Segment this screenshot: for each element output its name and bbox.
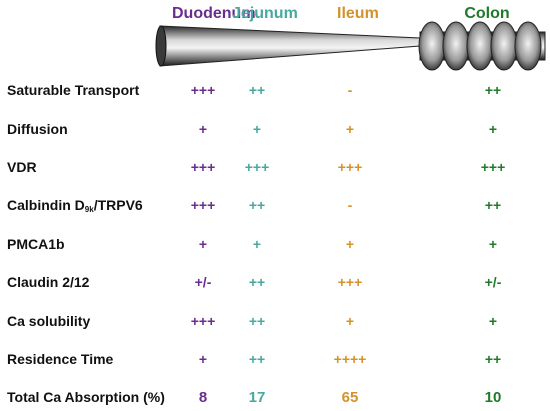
colon-shape [418,21,546,71]
row-label-total-ca-absorption: Total Ca Absorption (%) [7,389,165,405]
header-jejunum: Jejunum [232,5,298,22]
row-label-pmca1b: PMCA1b [7,236,65,252]
cell-duodenum: + [198,236,208,252]
cell-ileum: +++ [337,274,363,290]
cell-jejunum: ++ [248,82,266,98]
cell-colon: +++ [480,159,506,175]
row-label-ca-solubility: Ca solubility [7,313,91,329]
small-intestine-shape [159,25,421,67]
cell-colon: ++ [484,82,502,98]
cell-duodenum: 8 [198,389,208,406]
cell-ileum: + [345,313,355,329]
header-colon: Colon [464,5,510,22]
cell-duodenum: + [198,121,208,137]
cell-jejunum: ++ [248,313,266,329]
cell-ileum: 65 [341,389,359,406]
cell-colon: 10 [484,389,502,406]
cell-colon: +/- [484,274,502,290]
row-label-residence-time: Residence Time [7,351,114,367]
cell-duodenum: + [198,351,208,367]
cell-jejunum: ++ [248,351,266,367]
cell-jejunum: +++ [244,159,270,175]
header-ileum: Ileum [337,5,379,22]
cell-colon: ++ [484,351,502,367]
cell-colon: ++ [484,197,502,213]
cell-jejunum: + [252,121,262,137]
cell-ileum: ++++ [333,351,367,367]
cell-duodenum: +++ [190,159,216,175]
cell-jejunum: ++ [248,197,266,213]
cell-ileum: +++ [337,159,363,175]
row-label-claudin: Claudin 2/12 [7,274,90,290]
tube-opening [155,25,167,67]
cell-colon: + [488,236,498,252]
header-duodenum: Duodenum [172,5,256,22]
cell-jejunum: + [252,236,262,252]
cell-duodenum: +++ [190,82,216,98]
row-label-vdr: VDR [7,159,37,175]
cell-ileum: + [345,236,355,252]
cell-ileum: + [345,121,355,137]
cell-duodenum: +/- [194,274,212,290]
cell-colon: + [488,121,498,137]
row-label-saturable-transport: Saturable Transport [7,82,140,98]
row-label-diffusion: Diffusion [7,121,68,137]
cell-ileum: - [347,197,353,213]
row-label-calbindin-trpv6: Calbindin D9k/TRPV6 [7,197,143,214]
cell-ileum: - [347,82,353,98]
cell-duodenum: +++ [190,197,216,213]
cell-jejunum: ++ [248,274,266,290]
cell-colon: + [488,313,498,329]
cell-duodenum: +++ [190,313,216,329]
cell-jejunum: 17 [248,389,266,406]
intestine-tube-illustration [155,21,546,71]
